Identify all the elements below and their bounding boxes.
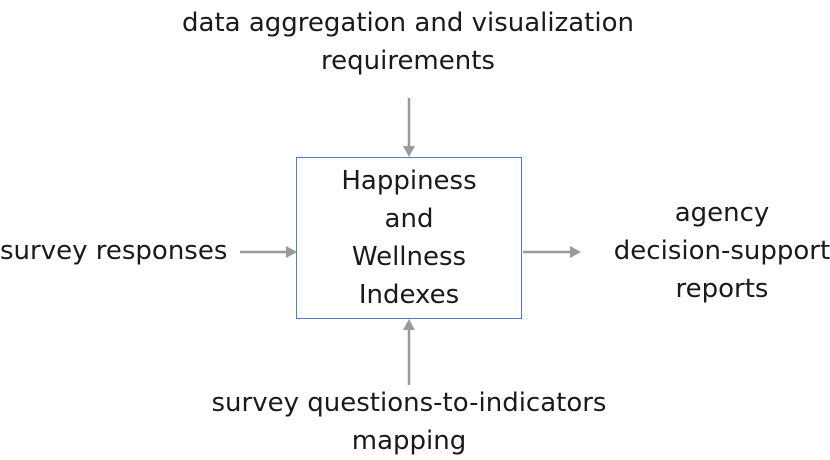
mechanism-label: survey questions-to-indicators mapping: [200, 384, 618, 460]
process-title-line-4: Indexes: [358, 280, 460, 310]
input-label: survey responses: [0, 232, 236, 270]
input-arrow: [240, 246, 297, 258]
mechanism-arrow: [403, 319, 415, 385]
process-title-line-3: Wellness: [351, 242, 467, 272]
output-label-line-1: agency: [674, 198, 770, 228]
input-label-line-1: survey responses: [0, 236, 228, 266]
control-label-line-1: data aggregation and visualization: [182, 8, 634, 38]
mechanism-label-line-1: survey questions-to-indicators: [211, 388, 607, 418]
process-title-line-2: and: [384, 204, 434, 234]
output-label: agency decision-support reports: [600, 194, 830, 308]
control-label: data aggregation and visualization requi…: [160, 4, 656, 80]
control-arrow: [403, 98, 415, 157]
output-label-line-2: decision-support: [613, 236, 830, 266]
output-arrow: [523, 246, 581, 258]
control-label-line-2: requirements: [321, 46, 495, 76]
process-box: [296, 157, 522, 319]
process-title: Happiness and Wellness Indexes: [296, 162, 522, 314]
process-title-line-1: Happiness: [341, 166, 477, 196]
mechanism-label-line-2: mapping: [351, 426, 467, 456]
output-label-line-3: reports: [675, 274, 769, 304]
